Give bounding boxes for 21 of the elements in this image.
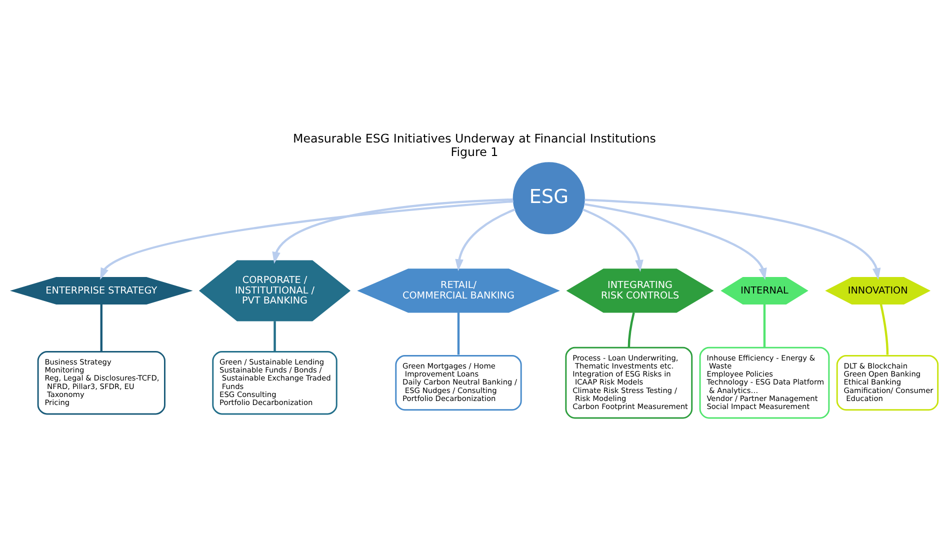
diagram-title: Measurable ESG Initiatives Underway at Financial Institutions [292, 130, 656, 145]
node-box: Green Mortgages / Home Improvement Loans Daily Carbon Neutral Banking / ESG Nudges / Consulting Portfolio Decarbonization [395, 354, 522, 410]
arrow [584, 202, 767, 280]
node-box: Green / Sustainable Lending Sustainable Funds / Bonds / Sustainable Exchange Traded Funds ESG Consulting Portfolio Decarbonization [212, 350, 338, 414]
connector [100, 304, 102, 350]
connector [457, 312, 460, 354]
arrow [100, 200, 514, 280]
connector [880, 303, 889, 354]
node-box: Process - Loan Underwriting, Thematic Investments etc. Integration of ESG Risks in ICAAP Risk Models Climate Risk Stress Testing / Risk Modeling Carbon Footprint Measurement [565, 346, 693, 418]
node-circle: ESG [512, 162, 585, 234]
connector [628, 312, 635, 348]
connector [274, 320, 276, 350]
node-box: Business Strategy Monitoring Reg, Legal & Disclosures-TCFD, NFRD, Pillar3, SFDR, EU Taxonomy Pricing [37, 350, 166, 414]
node-box: Inhouse Efficiency - Energy & Waste Employee Policies Technology - ESG Data Platform & Analytics… Vendor / Partner Management Social Impact Measurement [699, 346, 830, 418]
arrow [584, 198, 881, 280]
caption: Figure 1 [450, 144, 498, 158]
connector [763, 304, 766, 348]
arrow [455, 208, 516, 271]
arrow [272, 198, 514, 264]
node-box: DLT & Blockchain Green Open Banking Ethical Banking Gamification/ Consumer Education [836, 354, 939, 410]
arrow [582, 208, 644, 272]
